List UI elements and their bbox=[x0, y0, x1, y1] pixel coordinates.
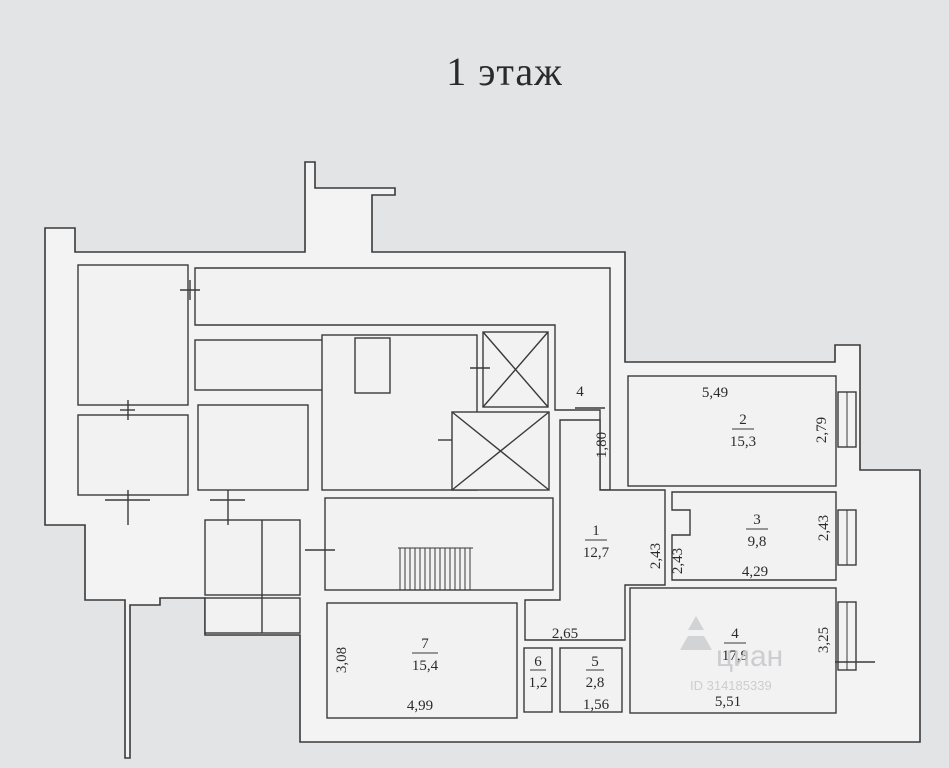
room-1-dim-width: 2,65 bbox=[552, 626, 578, 642]
room-3 bbox=[671, 491, 837, 581]
room-3-dim-right: 2,43 bbox=[816, 515, 832, 541]
room-6-label: 6 1,2 bbox=[529, 654, 548, 691]
stair-room bbox=[324, 497, 554, 591]
watermark: циан ID 314185339 bbox=[680, 616, 783, 693]
room-6-number: 6 bbox=[534, 654, 542, 670]
room-5-area: 2,8 bbox=[586, 675, 605, 691]
hall-upper bbox=[194, 267, 611, 491]
room-7 bbox=[326, 602, 518, 719]
room-2-area: 15,3 bbox=[730, 434, 756, 450]
room-3-area: 9,8 bbox=[748, 534, 767, 550]
room-4-number: 4 bbox=[731, 626, 739, 642]
room-7-dim-width: 4,99 bbox=[407, 698, 433, 714]
room-small-closet bbox=[354, 337, 391, 394]
room-5-number: 5 bbox=[591, 654, 599, 670]
door-marks bbox=[105, 280, 875, 663]
room-stair-hall bbox=[321, 334, 478, 491]
watermark-id: ID 314185339 bbox=[690, 678, 772, 693]
room-2 bbox=[627, 375, 837, 487]
room-2-label: 5,49 2 15,3 2,79 bbox=[702, 385, 830, 450]
room-5-label: 5 2,8 1,56 bbox=[583, 654, 610, 713]
stair-steps bbox=[398, 547, 473, 590]
room-2-dim-height: 2,79 bbox=[814, 417, 830, 443]
annex-room-upper bbox=[204, 519, 301, 596]
corridor-4-number: 4 bbox=[576, 384, 584, 400]
room-4 bbox=[629, 587, 837, 714]
room-2-dim-width: 5,49 bbox=[702, 385, 728, 401]
room-3-number: 3 bbox=[753, 512, 761, 528]
room-7-dim-height: 3,08 bbox=[334, 647, 350, 673]
room-7-label: 7 15,4 3,08 4,99 bbox=[334, 636, 439, 714]
annex-room-lower bbox=[204, 597, 301, 634]
room-6 bbox=[523, 647, 553, 713]
watermark-brand: циан bbox=[716, 640, 783, 673]
room-4-area: 17,9 bbox=[722, 648, 748, 664]
room-1 bbox=[524, 419, 666, 641]
room-left-top bbox=[77, 264, 189, 406]
room-1-area: 12,7 bbox=[583, 545, 610, 561]
corridor-4-label: 4 1,80 bbox=[576, 384, 610, 458]
room-1-number: 1 bbox=[592, 523, 600, 539]
room-6-area: 1,2 bbox=[529, 675, 548, 691]
room-4-label: 4 17,9 3,25 5,51 bbox=[715, 626, 832, 710]
room-4-dim-width: 5,51 bbox=[715, 694, 741, 710]
room-left-mid bbox=[77, 414, 189, 496]
room-1-label: 1 12,7 2,43 2,65 bbox=[552, 523, 664, 642]
room-5-dim-width: 1,56 bbox=[583, 697, 610, 713]
room-center-top bbox=[194, 339, 346, 391]
elevator-x-1 bbox=[482, 331, 549, 408]
room-3-dim-left: 2,43 bbox=[670, 548, 686, 574]
room-1-dim-height: 2,43 bbox=[648, 543, 664, 569]
room-3-label: 3 9,8 2,43 2,43 4,29 bbox=[670, 512, 832, 580]
room-3-dim-width: 4,29 bbox=[742, 564, 768, 580]
room-7-number: 7 bbox=[421, 636, 429, 652]
room-5 bbox=[559, 647, 623, 713]
window-marks bbox=[837, 391, 857, 671]
room-2-number: 2 bbox=[739, 412, 747, 428]
room-4-dim-height: 3,25 bbox=[816, 627, 832, 653]
elevator-x-2 bbox=[451, 411, 550, 491]
floor-title: 1 этаж bbox=[446, 49, 563, 94]
room-center-mid bbox=[197, 404, 309, 491]
corridor-4-dim: 1,80 bbox=[594, 432, 610, 458]
cian-logo-icon bbox=[680, 616, 712, 650]
room-7-area: 15,4 bbox=[412, 658, 439, 674]
